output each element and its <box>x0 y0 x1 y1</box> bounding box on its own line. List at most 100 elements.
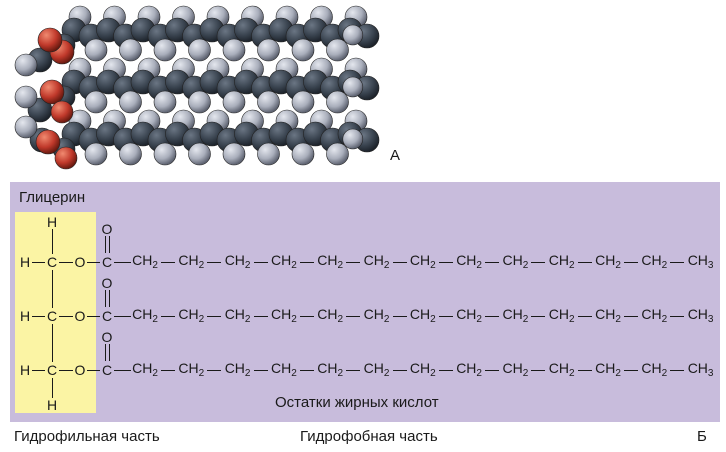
methylene-group: CH2 <box>270 360 297 379</box>
carbonyl-carbon: C <box>101 362 113 378</box>
carbon-atom: C <box>46 362 58 378</box>
bond-line <box>438 316 453 318</box>
hydrogen-atom <box>291 142 315 166</box>
methylene-group: CH2 <box>595 306 621 325</box>
glycerol-highlight <box>15 212 96 413</box>
methylene-group: CH2 <box>548 360 575 379</box>
hydrogen-atom: H <box>19 308 31 324</box>
methylene-group: CH2 <box>132 252 158 271</box>
hydrogen-atom <box>291 38 315 62</box>
bond-line <box>32 316 45 318</box>
oxygen-atom <box>39 79 65 105</box>
bond-line <box>253 262 268 264</box>
carbonyl-oxygen: O <box>101 221 113 237</box>
bond-line <box>577 370 592 372</box>
methylene-group: CH2 <box>132 360 158 379</box>
panel-b-label: Б <box>697 428 707 445</box>
bond-line <box>531 370 546 372</box>
methylene-group: CH2 <box>270 306 297 325</box>
bond-line <box>346 316 361 318</box>
bond-line <box>105 290 107 307</box>
bond-line <box>32 262 45 264</box>
hydrophilic-part-label: Гидрофильная часть <box>14 428 160 445</box>
bond-line <box>670 370 685 372</box>
bond-line <box>59 316 73 318</box>
oxygen-atom <box>54 146 78 170</box>
hydrogen-atom <box>84 38 108 62</box>
carbonyl-carbon: C <box>101 254 113 270</box>
hydrogen-atom <box>342 24 364 46</box>
oxygen-atom <box>37 27 63 53</box>
methylene-group: CH2 <box>548 252 575 271</box>
methylene-group: CH2 <box>409 306 436 325</box>
structural-formula-panel <box>10 182 720 422</box>
bond-line <box>299 316 314 318</box>
bond-line <box>346 262 361 264</box>
methylene-group: CH2 <box>224 360 251 379</box>
methylene-group: CH2 <box>502 252 529 271</box>
hydrogen-atom <box>153 38 177 62</box>
carbon-atom: C <box>46 308 58 324</box>
bond-line <box>207 316 222 318</box>
hydrogen-atom: H <box>46 397 58 413</box>
bond-line <box>114 316 131 318</box>
bond-line <box>87 262 100 264</box>
glycerol-label: Глицерин <box>19 189 86 206</box>
methylene-group: CH2 <box>641 252 668 271</box>
hydrophobic-part-label: Гидрофобная часть <box>300 428 438 445</box>
bond-line <box>108 236 110 253</box>
methylene-group: CH2 <box>178 360 205 379</box>
methylene-group: CH2 <box>502 306 529 325</box>
bond-line <box>485 262 500 264</box>
bond-line <box>108 344 110 361</box>
bond-line <box>392 316 407 318</box>
panel-a-label: А <box>390 147 401 164</box>
bond-line <box>438 370 453 372</box>
hydrogen-atom <box>153 90 177 114</box>
oxygen-atom: O <box>74 362 86 378</box>
hydrogen-atom <box>291 90 315 114</box>
bond-line <box>207 262 222 264</box>
methyl-group: CH3 <box>687 360 714 379</box>
bond-line <box>207 370 222 372</box>
methylene-group: CH2 <box>363 252 390 271</box>
methylene-group: CH2 <box>317 360 344 379</box>
bond-line <box>87 370 100 372</box>
methylene-group: CH2 <box>595 360 621 379</box>
bond-line <box>51 270 53 308</box>
methyl-group: CH3 <box>687 306 714 325</box>
hydrogen-atom <box>14 115 38 139</box>
oxygen-atom: O <box>74 308 86 324</box>
methylene-group: CH2 <box>178 252 205 271</box>
bond-line <box>114 370 131 372</box>
bond-line <box>531 316 546 318</box>
bond-line <box>624 316 638 318</box>
hydrogen-atom <box>188 38 211 62</box>
methylene-group: CH2 <box>409 360 436 379</box>
hydrogen-atom <box>222 38 246 62</box>
methylene-group: CH2 <box>641 306 668 325</box>
hydrogen-atom: H <box>46 214 58 230</box>
hydrogen-atom <box>257 90 280 114</box>
bond-line <box>51 229 53 254</box>
methylene-group: CH2 <box>502 360 529 379</box>
methylene-group: CH2 <box>224 252 251 271</box>
carbonyl-carbon: C <box>101 308 113 324</box>
bond-line <box>161 316 175 318</box>
methylene-group: CH2 <box>456 360 482 379</box>
bond-line <box>299 370 314 372</box>
bond-line <box>32 370 45 372</box>
hydrogen-atom <box>84 142 108 166</box>
methylene-group: CH2 <box>317 252 344 271</box>
bond-line <box>105 344 107 361</box>
bond-line <box>87 316 100 318</box>
bond-line <box>108 290 110 307</box>
methyl-group: CH3 <box>687 252 714 271</box>
hydrogen-atom <box>84 90 108 114</box>
oxygen-atom <box>50 100 74 124</box>
fatty-acid-residues-label: Остатки жирных кислот <box>275 394 439 411</box>
hydrogen-atom <box>326 142 349 166</box>
methylene-group: CH2 <box>595 252 621 271</box>
hydrogen-atom <box>257 38 280 62</box>
methylene-group: CH2 <box>641 360 668 379</box>
